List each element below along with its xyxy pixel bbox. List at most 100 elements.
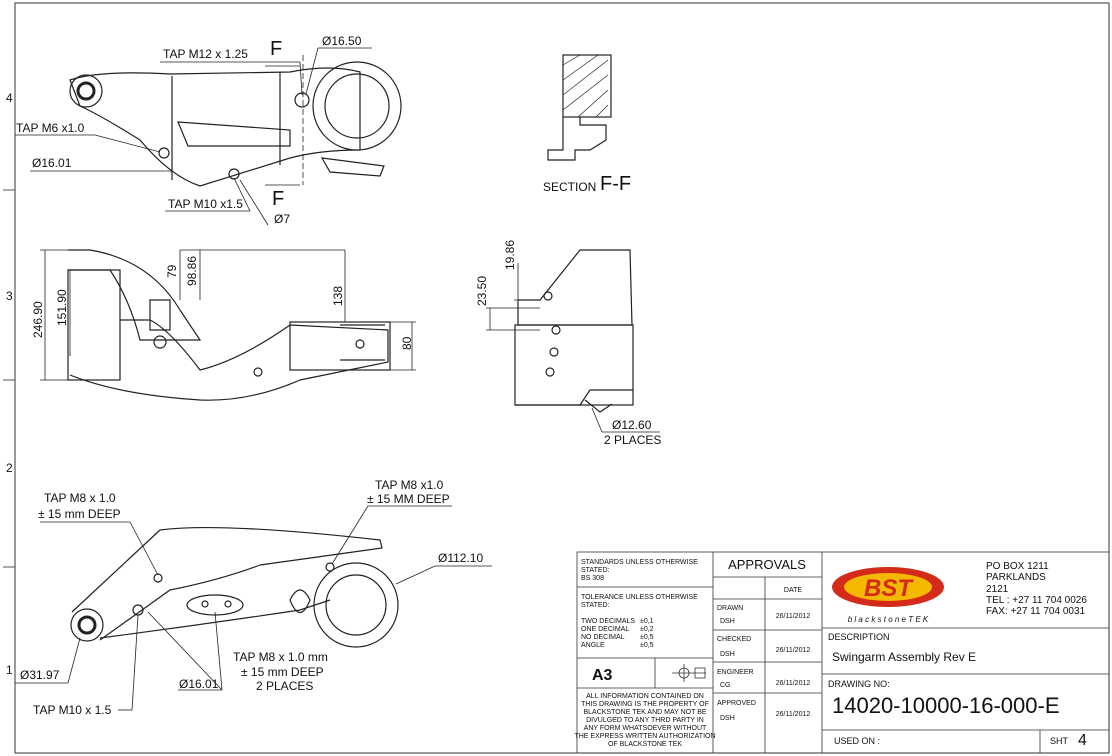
- zone-label-4: 4: [6, 91, 13, 105]
- used-on-label: USED ON :: [834, 736, 880, 746]
- address-line: 2121: [986, 584, 1009, 595]
- side-view: [67, 249, 391, 401]
- iso-view-leaders: [15, 505, 492, 711]
- dia-7-label: Ø7: [274, 212, 290, 226]
- logo-sub: b l a c k s t o n e T E K: [848, 615, 929, 624]
- section-view: [547, 54, 612, 161]
- notice-line: ALL INFORMATION CONTAINED ON: [586, 693, 704, 700]
- approval-name: CG: [720, 682, 731, 689]
- notice-line: THIS DRAWING IS THE PROPERTY OF: [581, 701, 709, 708]
- tol-label: TWO DECIMALS: [581, 618, 635, 625]
- drawing-no-label: DRAWING NO:: [828, 679, 890, 689]
- end-view: [514, 249, 634, 413]
- address-line: PO BOX 1211: [986, 561, 1049, 572]
- iso-tap-m8-right-1: TAP M8 x1.0: [375, 478, 444, 492]
- iso-tap-m8-mid-3: 2 PLACES: [256, 679, 313, 693]
- iso-dia-112-10: Ø112.10: [438, 551, 483, 565]
- zone-label-3: 3: [6, 289, 13, 303]
- tolerance-line-1: TOLERANCE UNLESS OTHERWISE: [581, 594, 698, 601]
- standards-line-1: STANDARDS UNLESS OTHERWISE: [581, 559, 698, 566]
- axle-housing: [312, 61, 402, 151]
- sheet-size: A3: [592, 667, 613, 684]
- tol-value: ±0,5: [640, 634, 654, 641]
- tap-m12-label: TAP M12 x 1.25: [163, 47, 248, 61]
- iso-dia-31-97: Ø31.97: [20, 668, 60, 682]
- iso-dia-16-01: Ø16.01: [179, 677, 219, 691]
- tap-m6-label: TAP M6 x1.0: [16, 121, 85, 135]
- description-label: DESCRIPTION: [828, 632, 890, 642]
- sheet-label: SHT: [1050, 736, 1069, 746]
- dim-79: 79: [165, 264, 179, 278]
- tol-value: ±0,1: [640, 618, 654, 625]
- section-letter-top: F: [270, 38, 282, 60]
- top-view-leaders: [15, 47, 372, 226]
- notice-line: OF BLACKSTONE TEK: [608, 741, 682, 748]
- approval-role: APPROVED: [717, 700, 756, 707]
- iso-tap-m8-left-2: ± 15 mm DEEP: [38, 507, 121, 521]
- iso-tap-m8-mid-1: TAP M8 x 1.0 mm: [233, 650, 328, 664]
- tap-m10-label: TAP M10 x1.5: [168, 197, 243, 211]
- zone-label-2: 2: [6, 461, 13, 475]
- approval-role: ENGINEER: [717, 669, 754, 676]
- dim-138: 138: [331, 286, 345, 306]
- iso-tap-m8-right-2: ± 15 MM DEEP: [367, 492, 450, 506]
- iso-tap-m8-left-1: TAP M8 x 1.0: [44, 491, 116, 505]
- sheet-number: 4: [1078, 732, 1087, 749]
- approval-role: DRAWN: [717, 605, 743, 612]
- dia-16-50-label: Ø16.50: [322, 34, 362, 48]
- title-block: [576, 551, 1110, 754]
- iso-axle: [313, 562, 399, 648]
- approval-name: DSH: [720, 715, 735, 722]
- zone-label-1: 1: [6, 663, 13, 677]
- approval-date: 26/11/2012: [776, 647, 811, 654]
- date-header: DATE: [784, 587, 802, 594]
- approval-date: 26/11/2012: [776, 613, 811, 620]
- section-prefix: SECTION: [543, 180, 596, 194]
- iso-tap-m8-mid-2: ± 15 mm DEEP: [241, 665, 324, 679]
- approvals-title: APPROVALS: [728, 557, 806, 572]
- dim-246-90: 246.90: [31, 301, 45, 338]
- dia-12-60-label: Ø12.60: [612, 418, 652, 432]
- address-line: TEL : +27 11 704 0026: [986, 595, 1087, 606]
- notice-line: BLACKSTONE TEK AND MAY NOT BE: [583, 709, 706, 716]
- logo-text: BST: [864, 575, 914, 602]
- notice-line: THE EXPRESS WRITTEN AUTHORIZATION: [574, 733, 715, 740]
- iso-pivot: [70, 608, 104, 642]
- iso-view: [70, 526, 399, 648]
- places-label: 2 PLACES: [604, 433, 661, 447]
- pivot-bore: [69, 74, 103, 108]
- iso-tap-m10: TAP M10 x 1.5: [33, 703, 112, 717]
- tol-label: ANGLE: [581, 642, 605, 649]
- notice-line: ANY FORM WHATSOEVER WITHOUT: [584, 725, 707, 732]
- approval-role: CHECKED: [717, 636, 751, 643]
- section-letters: F-F: [600, 173, 631, 195]
- end-view-dims: [486, 263, 660, 433]
- address-line: PARKLANDS: [986, 572, 1046, 583]
- dia-16-01-label: Ø16.01: [32, 156, 72, 170]
- dim-151-90: 151.90: [55, 289, 69, 326]
- dim-23-50: 23.50: [475, 276, 489, 306]
- tol-label: NO DECIMAL: [581, 634, 625, 641]
- side-view-dims: [40, 249, 416, 381]
- dim-80: 80: [400, 336, 414, 350]
- drawing-no: 14020-10000-16-000-E: [832, 693, 1060, 718]
- approval-date: 26/11/2012: [776, 711, 811, 718]
- standards-line-3: BS 308: [581, 575, 604, 582]
- description-value: Swingarm Assembly Rev E: [832, 650, 976, 664]
- tol-value: ±0,2: [640, 626, 654, 633]
- section-letter-bottom: F: [272, 188, 284, 210]
- approval-date: 26/11/2012: [776, 680, 811, 687]
- approval-name: DSH: [720, 618, 735, 625]
- tol-value: ±0,5: [640, 642, 654, 649]
- tol-label: ONE DECIMAL: [581, 626, 629, 633]
- address-line: FAX: +27 11 704 0031: [986, 606, 1086, 617]
- dim-19-86: 19.86: [503, 240, 517, 270]
- approval-name: DSH: [720, 651, 735, 658]
- bst-logo: BST b l a c k s t o n e T E K: [832, 567, 944, 624]
- notice-line: DIVULGED TO ANY THRD PARTY IN: [586, 717, 704, 724]
- dim-98-86: 98.86: [185, 256, 199, 286]
- tolerance-line-2: STATED:: [581, 602, 610, 609]
- sheet-border: [14, 2, 1110, 754]
- top-view: [69, 55, 402, 187]
